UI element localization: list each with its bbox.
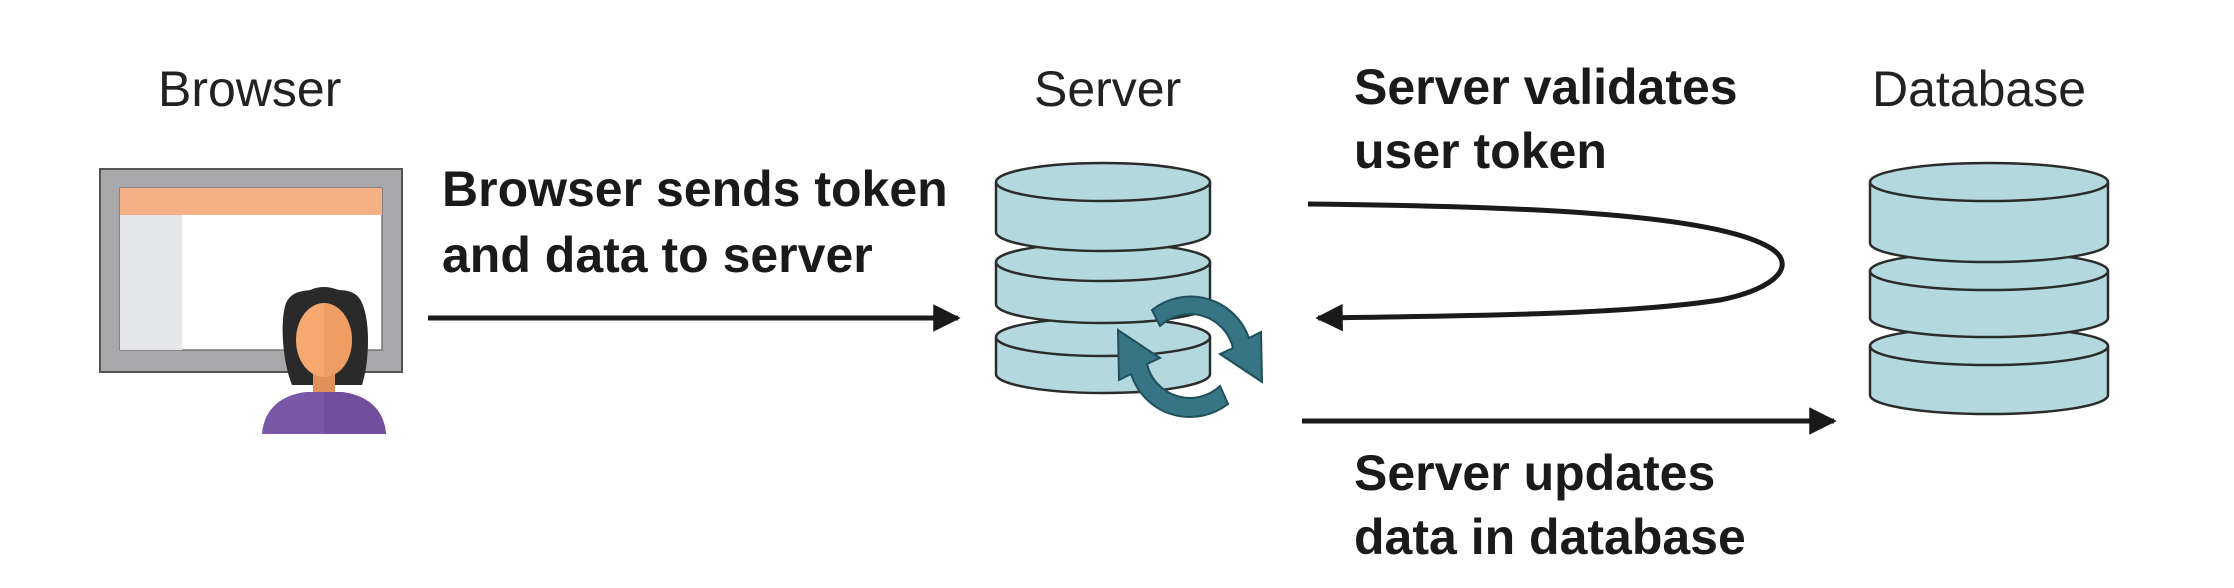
step-validate-line1: Server validates xyxy=(1354,59,1738,115)
browser-sidebar xyxy=(120,215,182,350)
sync-arrow-bottom xyxy=(1116,328,1230,418)
step-update-line2: data in database xyxy=(1354,509,1746,565)
user-face-shade xyxy=(324,303,352,377)
database-label: Database xyxy=(1872,61,2086,117)
arrow-validation-loop xyxy=(1307,201,1785,332)
browser-window-icon xyxy=(99,168,403,373)
step-send-label: Browser sends token and data to server xyxy=(442,161,962,283)
user-shirt-shade xyxy=(324,392,386,434)
browser-titlebar xyxy=(120,188,382,215)
step-update-label: Server updates data in database xyxy=(1354,445,1746,565)
step-validate-line2: user token xyxy=(1354,123,1607,179)
step-update-line1: Server updates xyxy=(1354,445,1715,501)
sync-arrow-top xyxy=(1150,295,1264,384)
user-avatar-icon xyxy=(262,287,386,434)
step-send-line2: and data to server xyxy=(442,227,873,283)
server-stack-icon xyxy=(994,161,1212,395)
browser-label: Browser xyxy=(158,61,341,117)
database-icon xyxy=(1868,161,2110,416)
user-bangs xyxy=(292,287,357,324)
server-label: Server xyxy=(1034,61,1181,117)
sync-icon xyxy=(1116,295,1264,418)
step-send-line1: Browser sends token xyxy=(442,161,948,217)
step-validate-label: Server validates user token xyxy=(1354,59,1752,179)
